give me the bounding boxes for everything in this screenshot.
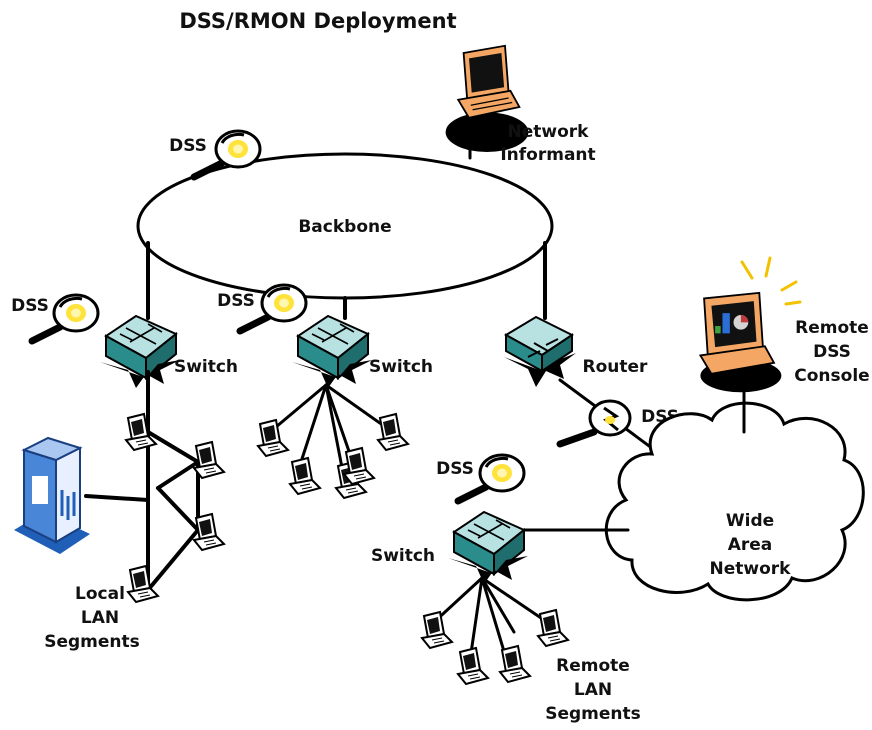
dss-remote-label: DSS [436,459,474,479]
wide-area-network-cloud-icon [604,401,865,602]
wan-label-3: Network [710,559,792,579]
switch-remote-label: Switch [371,546,435,566]
dss-left-label: DSS [11,296,49,316]
remote-console-computer-icon [698,291,782,393]
dss-center-label: DSS [217,291,255,311]
dss-backbone-label: DSS [169,136,207,156]
remote-star-wiring [430,576,546,662]
server-icon [14,436,90,554]
center-workstation-4-computer-icon [343,447,375,485]
switch-center-label: Switch [369,357,433,377]
switch-left-icon [99,315,181,389]
sparkle-icon [740,256,802,306]
wan-label-2: Area [728,535,773,555]
center-workstation-2-computer-icon [289,457,321,495]
network-informant-label-1: Network [508,122,590,142]
center-workstation-1-computer-icon [257,419,289,457]
local-lan-label-1: Local [75,584,125,604]
remote-console-label-1: Remote [795,318,869,338]
local-lan-wiring [84,370,200,592]
router-label: Router [583,357,649,377]
router-icon [504,315,576,387]
dss-wan-link-magnifier-icon [556,399,632,448]
wan-label-1: Wide [726,511,774,531]
remote-workstation-4-computer-icon [537,609,569,647]
center-workstation-5-computer-icon [377,413,409,451]
remote-workstation-2-computer-icon [457,647,489,685]
center-star-wiring [268,383,386,480]
remote-lan-label-1: Remote [556,656,630,676]
network-informant-label-2: Informant [500,145,595,165]
local-workstation-3-computer-icon [193,513,225,551]
switch-center-icon [291,315,373,389]
remote-lan-label-3: Segments [545,704,641,724]
remote-workstation-1-computer-icon [421,611,453,649]
local-lan-label-3: Segments [44,632,140,652]
remote-console-label-3: Console [794,366,869,386]
remote-workstation-3-computer-icon [499,645,531,683]
switch-remote-icon [447,511,529,585]
diagram-title: DSS/RMON Deployment [179,9,456,33]
backbone-label: Backbone [298,217,391,237]
local-workstation-2-computer-icon [193,441,225,479]
remote-console-label-2: DSS [813,342,851,362]
remote-lan-label-2: LAN [574,680,612,700]
local-lan-label-2: LAN [81,608,119,628]
switch-left-label: Switch [174,357,238,377]
